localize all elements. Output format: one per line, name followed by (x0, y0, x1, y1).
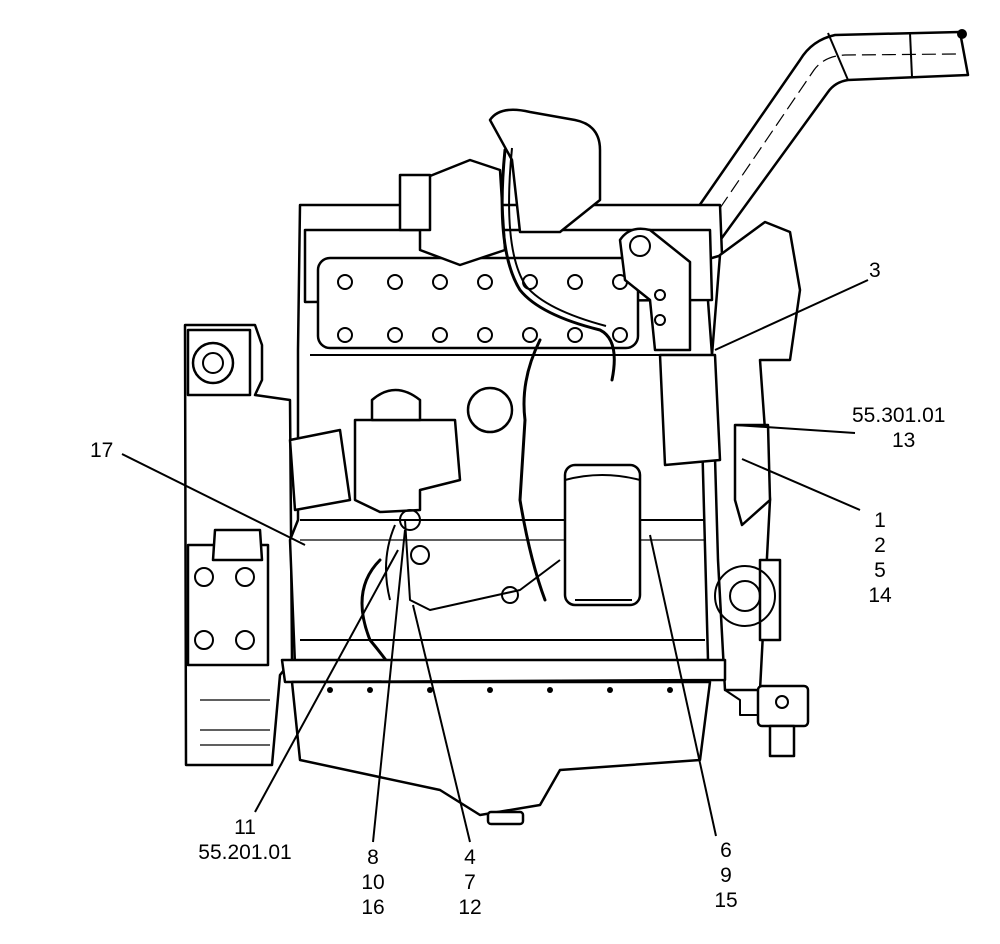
callout-2-text: 2 (874, 534, 886, 557)
leader-13 (734, 424, 856, 434)
callout-5-text: 5 (874, 559, 886, 582)
leader-6 (649, 534, 717, 837)
leader-4 (412, 604, 471, 843)
leader-lines (121, 279, 869, 843)
callout-1-text: 1 (874, 509, 886, 532)
leader-8 (372, 529, 406, 843)
callout-8-text: 8 (367, 846, 379, 869)
callout-55-301-01-text: 55.301.01 (852, 404, 946, 427)
callout-10-text: 10 (361, 871, 385, 894)
leader-17 (121, 453, 306, 546)
callout-3: 3 (869, 258, 881, 283)
callout-16-text: 16 (361, 896, 385, 919)
turbocharger (398, 108, 616, 382)
front-accessory-drive (658, 220, 802, 692)
leader-3 (714, 279, 869, 351)
callout-7-text: 7 (464, 871, 476, 894)
pan-bolts (327, 687, 673, 693)
leader-1 (741, 458, 861, 511)
flywheel-housing (183, 323, 294, 767)
oil-pan (280, 658, 727, 826)
starter-motor (288, 386, 514, 514)
callout-13-text: 13 (892, 429, 916, 452)
callout-1-2-5-14: 1 2 5 14 (865, 508, 895, 608)
callout-55-301-01-13: 55.301.01 13 (852, 403, 945, 453)
callout-3-text: 3 (869, 259, 881, 282)
callout-12-text: 12 (458, 896, 482, 919)
callout-4-7-12: 4 7 12 (447, 845, 493, 920)
callout-15-text: 15 (714, 889, 738, 912)
callout-55-201-01-text: 55.201.01 (198, 841, 292, 864)
callout-9-text: 9 (720, 864, 732, 887)
callout-6-text: 6 (720, 839, 732, 862)
callout-8-10-16: 8 10 16 (350, 845, 396, 920)
callout-11-text: 11 (234, 816, 256, 839)
callout-14-text: 14 (868, 584, 892, 607)
callout-4-text: 4 (464, 846, 476, 869)
valve-cover-bolts (337, 274, 628, 343)
callout-17: 17 (90, 438, 113, 463)
callout-11-55-201-01: 11 55.201.01 (180, 815, 310, 865)
leader-11 (254, 549, 399, 813)
callout-17-text: 17 (90, 439, 114, 462)
callout-6-9-15: 6 9 15 (703, 838, 749, 913)
lift-bracket (618, 227, 692, 352)
oil-filter (563, 463, 642, 607)
engine-mount (724, 684, 810, 758)
